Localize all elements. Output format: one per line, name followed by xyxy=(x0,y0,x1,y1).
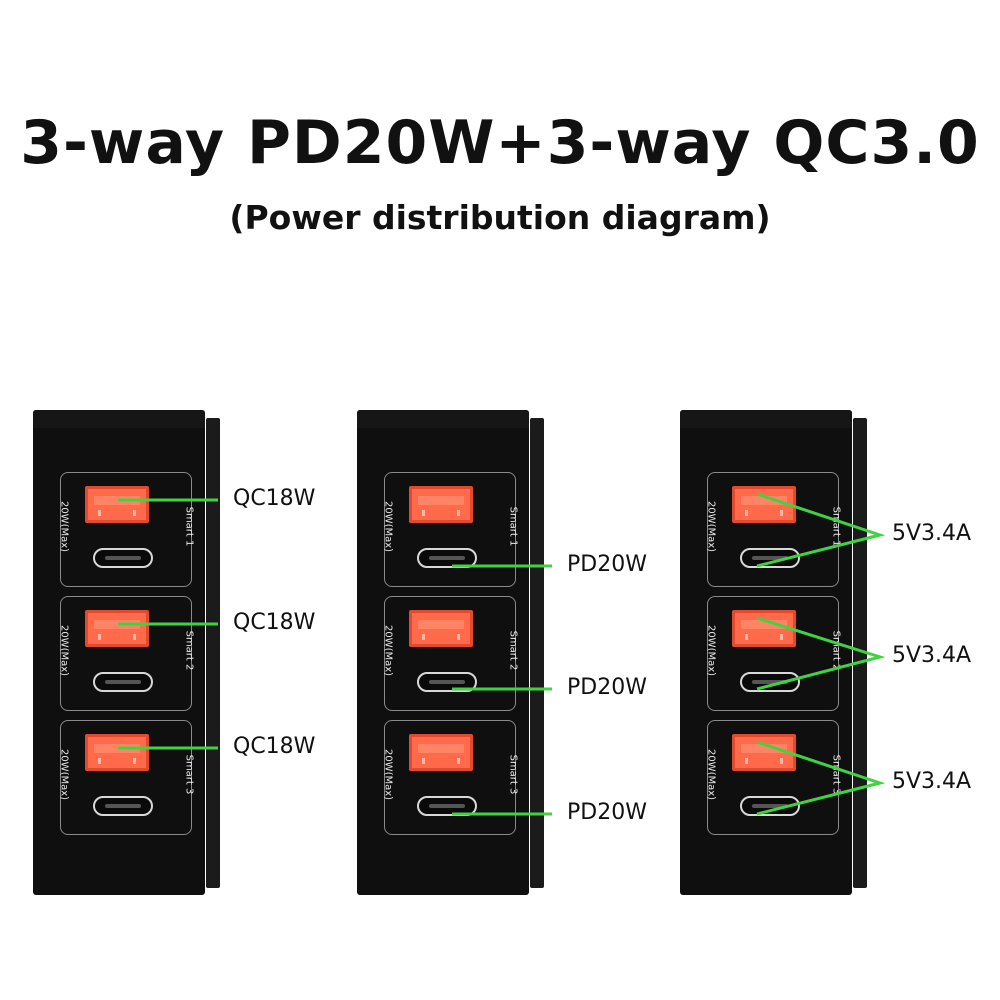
max-label: 20W(Max) xyxy=(382,748,394,801)
usb-c-port xyxy=(93,548,153,568)
port-group-1: 20W(Max) Smart 1 xyxy=(382,472,519,587)
charger-side xyxy=(853,418,867,888)
port-label: 5V3.4A xyxy=(892,769,972,794)
usb-c-port xyxy=(417,548,477,568)
smart-label: Smart 1 xyxy=(183,506,195,547)
usb-c-port xyxy=(93,672,153,692)
diagram-subtitle: (Power distribution diagram) xyxy=(229,198,771,237)
port-group-3: 20W(Max) Smart 3 xyxy=(58,720,195,835)
charger-side xyxy=(530,418,544,888)
diagram-title: 3-way PD20W+3-way QC3.0 xyxy=(20,108,980,178)
smart-label: Smart 1 xyxy=(830,506,842,547)
usb-a-port xyxy=(732,610,796,647)
port-label: 5V3.4A xyxy=(892,643,972,668)
usb-a-port xyxy=(85,734,149,771)
charger-2: 20W(Max) Smart 1 20W(Max) Smart 2 20W(Ma… xyxy=(357,410,544,895)
charger-1: 20W(Max) Smart 1 20W(Max) Smart 2 20W(Ma… xyxy=(33,410,220,895)
usb-c-port xyxy=(417,796,477,816)
charger-3: 20W(Max) Smart 1 20W(Max) Smart 2 20W(Ma… xyxy=(680,410,867,895)
usb-c-port xyxy=(93,796,153,816)
charger-side xyxy=(206,418,220,888)
smart-label: Smart 2 xyxy=(507,630,519,671)
usb-c-port xyxy=(740,548,800,568)
port-label: QC18W xyxy=(233,610,316,635)
usb-a-port xyxy=(732,486,796,523)
usb-a-port xyxy=(409,486,473,523)
max-label: 20W(Max) xyxy=(705,748,717,801)
port-group-2: 20W(Max) Smart 2 xyxy=(58,596,195,711)
port-group-3: 20W(Max) Smart 3 xyxy=(705,720,842,835)
usb-a-port xyxy=(732,734,796,771)
usb-a-port xyxy=(85,610,149,647)
smart-label: Smart 2 xyxy=(183,630,195,671)
max-label: 20W(Max) xyxy=(382,624,394,677)
usb-a-port xyxy=(85,486,149,523)
port-label: 5V3.4A xyxy=(892,521,972,546)
smart-label: Smart 2 xyxy=(830,630,842,671)
max-label: 20W(Max) xyxy=(58,748,70,801)
port-group-2: 20W(Max) Smart 2 xyxy=(382,596,519,711)
max-label: 20W(Max) xyxy=(58,624,70,677)
max-label: 20W(Max) xyxy=(705,500,717,553)
port-group-2: 20W(Max) Smart 2 xyxy=(705,596,842,711)
usb-a-port xyxy=(409,610,473,647)
port-label: QC18W xyxy=(233,734,316,759)
port-group-1: 20W(Max) Smart 1 xyxy=(58,472,195,587)
port-group-3: 20W(Max) Smart 3 xyxy=(382,720,519,835)
smart-label: Smart 3 xyxy=(830,754,842,795)
port-label: PD20W xyxy=(567,800,647,825)
max-label: 20W(Max) xyxy=(382,500,394,553)
max-label: 20W(Max) xyxy=(705,624,717,677)
port-label: PD20W xyxy=(567,675,647,700)
port-label: PD20W xyxy=(567,552,647,577)
smart-label: Smart 3 xyxy=(183,754,195,795)
usb-c-port xyxy=(740,796,800,816)
port-label: QC18W xyxy=(233,486,316,511)
smart-label: Smart 3 xyxy=(507,754,519,795)
max-label: 20W(Max) xyxy=(58,500,70,553)
usb-c-port xyxy=(417,672,477,692)
usb-c-port xyxy=(740,672,800,692)
smart-label: Smart 1 xyxy=(507,506,519,547)
port-group-1: 20W(Max) Smart 1 xyxy=(705,472,842,587)
usb-a-port xyxy=(409,734,473,771)
